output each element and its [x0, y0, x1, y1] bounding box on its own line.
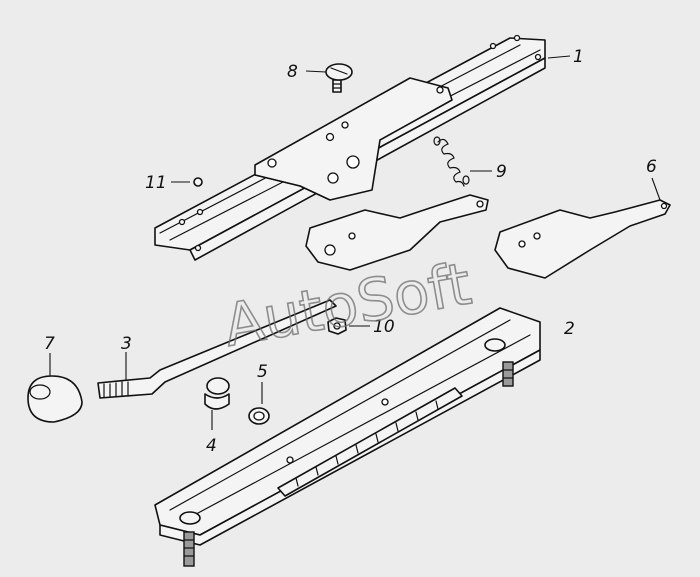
- ball-part-11: [193, 177, 203, 187]
- latch-plate-part-6: [494, 199, 671, 279]
- callout-1: 1: [573, 47, 584, 67]
- lower-rail-part-2: [154, 307, 541, 567]
- leader-lines: [49, 55, 661, 430]
- knob-part-7: [27, 375, 83, 423]
- callout-8: 8: [287, 62, 298, 82]
- callout-labels: 1 2 3 4 5 6 7 8 9 10 11: [44, 47, 657, 456]
- bushing-part-4: [204, 377, 230, 410]
- callout-2: 2: [564, 319, 575, 339]
- callout-5: 5: [257, 362, 268, 382]
- callout-9: 9: [496, 162, 507, 182]
- spring-part-9: [433, 136, 470, 187]
- upper-rail-part-1: [154, 34, 546, 261]
- callout-7: 7: [44, 334, 55, 354]
- callout-11: 11: [145, 173, 167, 193]
- callout-3: 3: [121, 334, 132, 354]
- latch-plate-middle: [305, 194, 489, 271]
- callout-6: 6: [646, 157, 657, 177]
- screw-part-8: [325, 63, 353, 93]
- lever-rod-part-3: [97, 299, 337, 399]
- nut-part-10: [327, 317, 347, 335]
- callout-4: 4: [206, 436, 217, 456]
- washer-part-5: [248, 407, 270, 425]
- callout-10: 10: [373, 317, 395, 337]
